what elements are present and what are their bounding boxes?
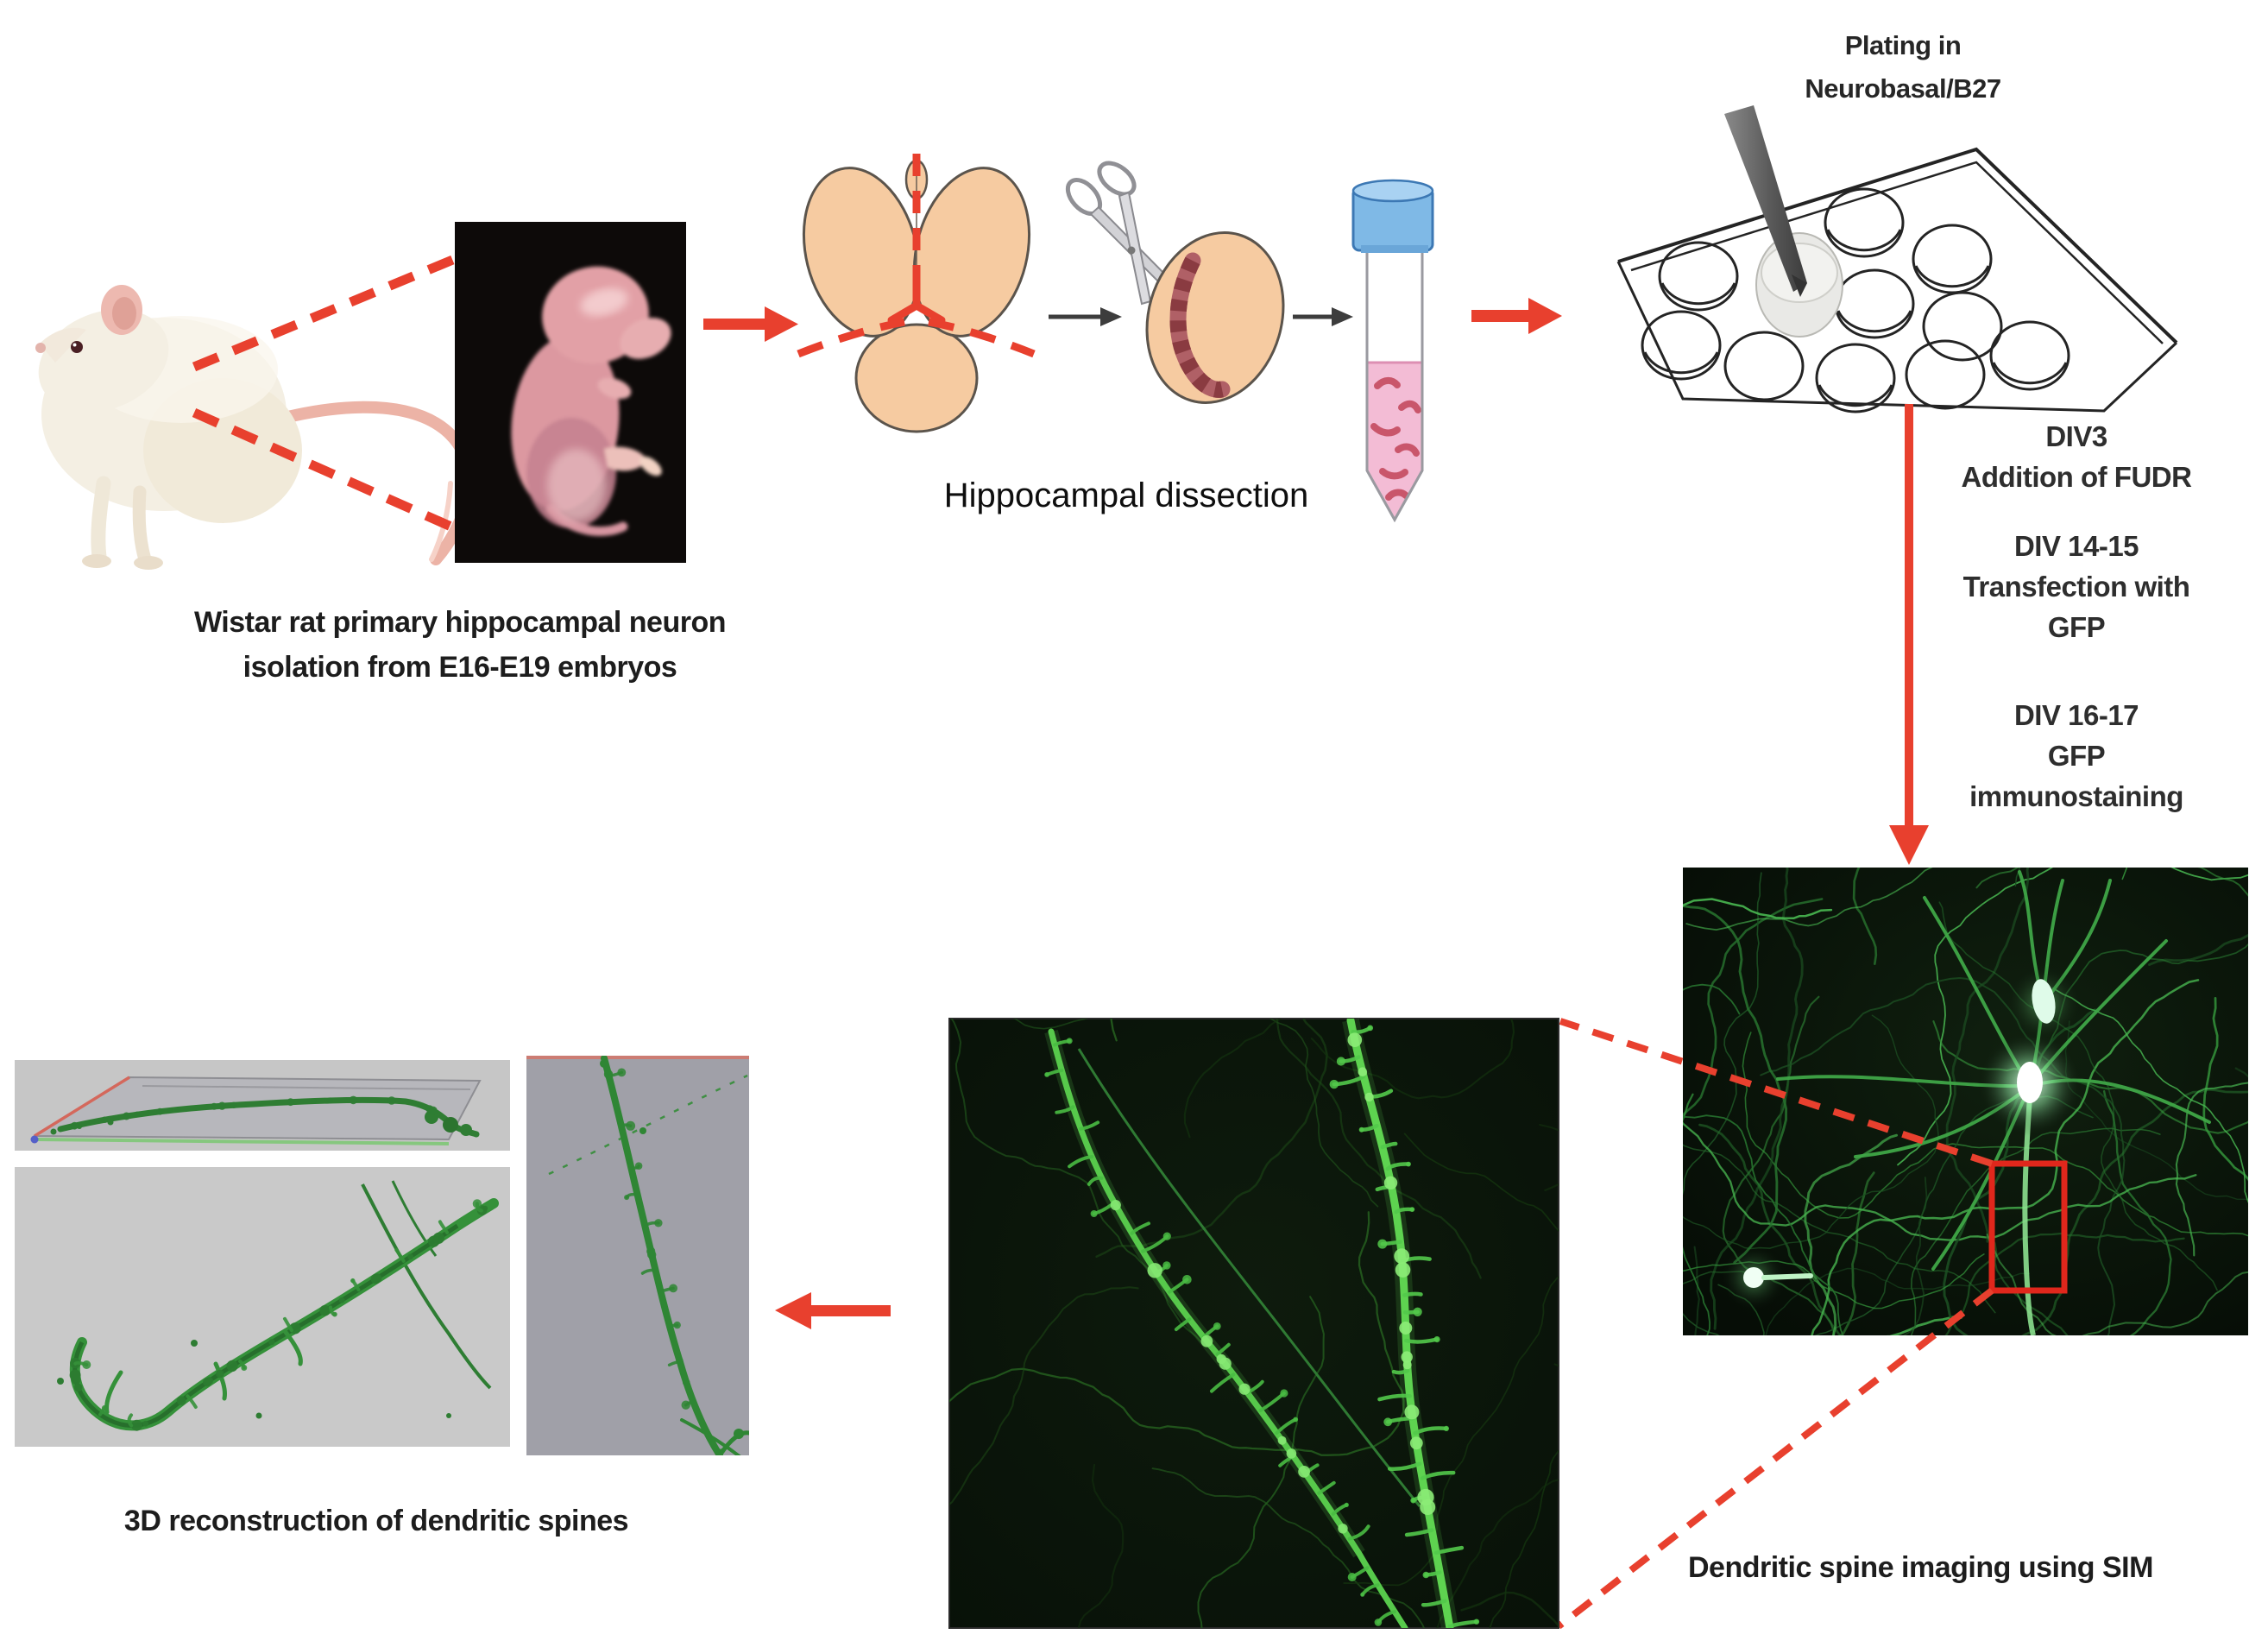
soma-lower-left [1743,1267,1764,1288]
roi-rectangle [1988,1160,2068,1294]
embryo-photo [455,222,686,563]
soma-brightest [2017,1062,2043,1103]
recon-panel-top [15,1060,510,1151]
neuron-culture-image [1683,868,2248,1335]
flow-arrow-1 [703,306,798,342]
flow-arrow-3 [775,1292,891,1329]
isolation-caption-line1: Wistar rat primary hippocampal neuron [194,606,727,639]
sim-zoom-image [948,1018,1559,1629]
brain-diagram [797,154,1036,433]
hemisphere-with-hippocampus [1145,231,1285,404]
bounding-box-blue-corner [30,1135,39,1144]
soma-bright [2032,979,2056,1024]
flow-arrow-2 [1471,298,1562,334]
well-plate-sketch [1616,105,2178,413]
bounding-box-green-edge [35,1138,450,1145]
sim-dendrites [1044,1019,1480,1628]
sim-caption: Dendritic spine imaging using SIM [1688,1551,2153,1584]
plating-label-line1: Plating in [1844,30,1962,60]
plating-label-line2: Neurobasal/B27 [1805,73,2001,104]
zoom-cone-rat-to-embryo [192,254,457,533]
isolation-caption-line2: isolation from E16-E19 embryos [243,651,677,684]
dissection-caption: Hippocampal dissection [943,476,1309,514]
neuron-main-dendrites [1721,870,2211,1335]
recon-panel-main [15,1167,510,1447]
rat-nose [35,343,46,353]
wistar-rat-photo [35,285,476,570]
cerebellum [854,323,979,433]
pipette-tip-icon [1724,105,1807,292]
rat-eye [71,341,83,353]
collection-tube [1351,179,1434,523]
timeline-div3: DIV3 Addition of FUDR [1961,420,2192,493]
step-arrow-2 [1293,307,1353,326]
zoom-cone-roi-to-sim [1556,1018,1994,1630]
bounding-box-red-edge [34,1076,130,1138]
hippocampi-pieces [1370,376,1421,501]
timeline-div16-17: DIV 16-17 GFP immunostaining [1969,699,2183,812]
recon-caption: 3D reconstruction of dendritic spines [123,1505,629,1537]
culture-timeline-arrow [1889,404,1929,865]
dissection-cut-line-left [797,318,905,358]
dissection-cut-line-right [928,318,1036,358]
culture-timeline-labels: DIV3 Addition of FUDR DIV 14-15 Transfec… [1925,416,2228,817]
plate-wells [1641,187,2070,413]
plating-label: Plating in Neurobasal/B27 [1730,24,2076,110]
scissors-icon [1065,161,1171,306]
isolation-caption: Wistar rat primary hippocampal neuron is… [115,600,805,690]
step-arrow-1 [1049,307,1122,326]
recon-panel-side [526,1056,749,1455]
timeline-div14-15: DIV 14-15 Transfection with GFP [1962,530,2190,643]
